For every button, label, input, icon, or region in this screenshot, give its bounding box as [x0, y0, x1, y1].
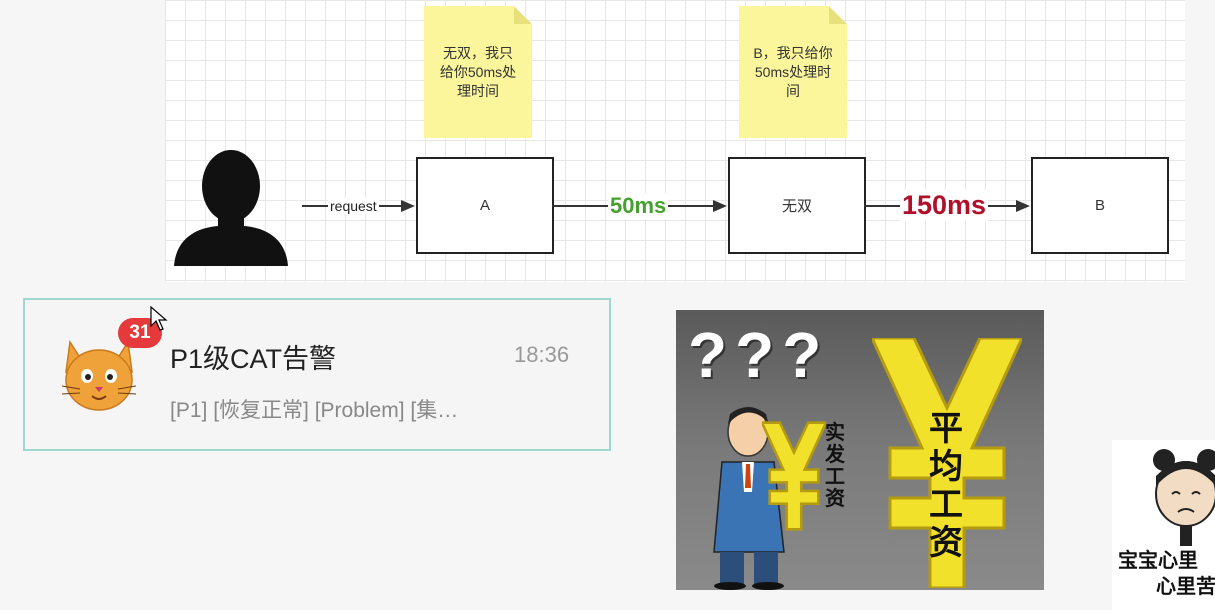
edge-request-label: request [328, 198, 379, 214]
small-yen-symbol-icon [762, 421, 826, 531]
node-wushuang-label: 无双 [781, 198, 812, 215]
meme-image: 宝宝心里 心里苦 [1112, 440, 1215, 610]
confused-man-illustration [713, 407, 785, 590]
edge-150ms-arrowhead [1016, 200, 1030, 212]
question-marks: ??? [688, 319, 830, 391]
edge-50ms-arrowhead [713, 200, 727, 212]
mouse-cursor-icon [150, 306, 168, 331]
node-wushuang[interactable]: 无双 [728, 157, 866, 254]
edge-50ms-label: 50ms [608, 193, 669, 219]
big-yen-label: 平均工资 [929, 410, 963, 562]
user-silhouette-icon [174, 150, 288, 266]
meme-face-illustration [1153, 449, 1215, 546]
sticky-note-1: 无双，我只给你50ms处理时间 [424, 6, 532, 138]
small-yen-label: 实发工资 [825, 422, 845, 510]
big-yen-symbol-icon [872, 338, 1022, 588]
sticky-note-2: B，我只给你50ms处理时间 [739, 6, 847, 138]
node-a[interactable]: A [416, 157, 554, 254]
node-b[interactable]: B [1031, 157, 1169, 254]
edge-150ms-label: 150ms [900, 190, 989, 221]
sticky-note-2-text: B，我只给你50ms处理时间 [753, 44, 833, 99]
node-b-label: B [1094, 197, 1105, 214]
notification-preview: [P1] [恢复正常] [Problem] [集… [170, 399, 459, 422]
cat-avatar-icon [61, 339, 137, 411]
node-a-label: A [479, 197, 490, 214]
diagram-canvas [165, 0, 1185, 282]
notification-title: P1级CAT告警 [170, 344, 337, 374]
meme-caption-line-2: 心里苦 [1156, 576, 1215, 598]
sticky-note-1-text: 无双，我只给你50ms处理时间 [439, 44, 517, 99]
notification-time: 18:36 [514, 342, 570, 367]
edge-request-arrowhead [401, 200, 415, 212]
salary-comic-image: ??? 平均工资 实发工资 [676, 310, 1044, 590]
meme-caption-line-1: 宝宝心里 [1118, 550, 1198, 572]
